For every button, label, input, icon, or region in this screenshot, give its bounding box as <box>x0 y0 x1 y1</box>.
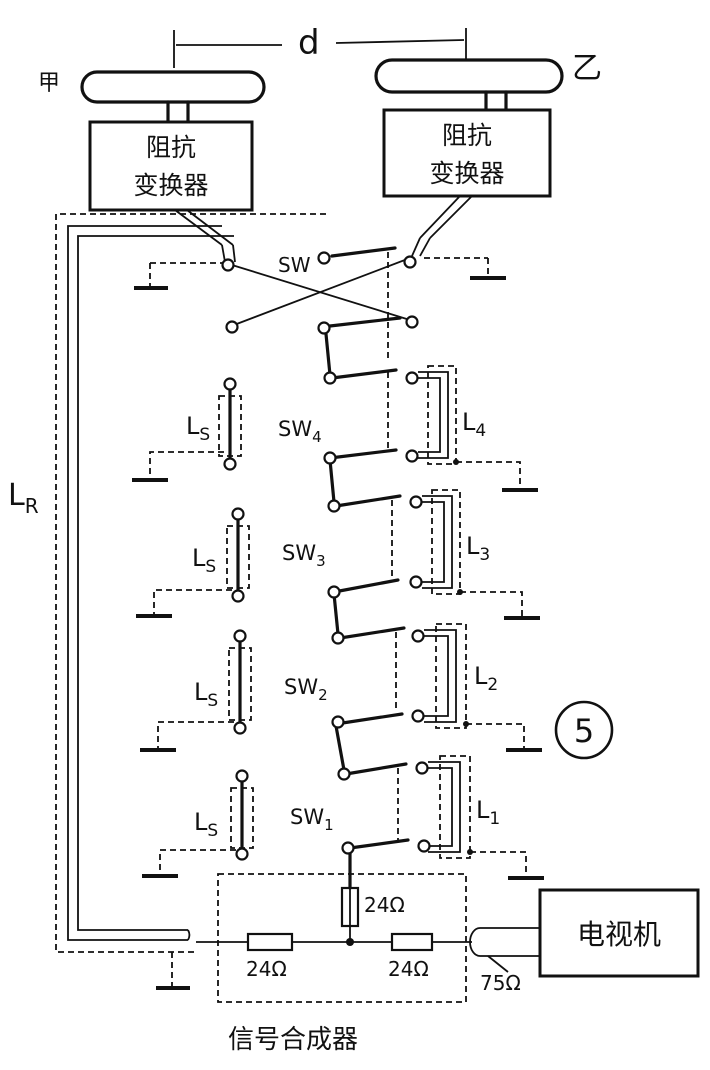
figure-number: 5 <box>574 712 594 750</box>
impedance-converter-a <box>88 120 254 212</box>
ls-stub-3 <box>153 507 250 614</box>
main-switch-label: SW <box>278 253 311 277</box>
l1-label: L1 <box>476 796 500 829</box>
antenna-b <box>374 58 564 114</box>
signal-combiner-box <box>217 873 467 1003</box>
sw3-label: SW3 <box>282 541 326 570</box>
switch-chain <box>323 332 410 890</box>
spacing-label: d <box>298 23 320 63</box>
l4-label: L4 <box>462 408 486 441</box>
tv-label: 电视机 <box>577 918 661 951</box>
main-switch <box>149 246 489 360</box>
ls-stub-1 <box>159 769 254 874</box>
l3-label: L3 <box>466 532 490 565</box>
sw4-label: SW4 <box>278 417 322 446</box>
tv-box <box>538 888 700 978</box>
delay-line-l4 <box>405 365 521 488</box>
ls4-label: LS <box>186 412 210 445</box>
antenna-a-label: 甲 <box>38 71 60 96</box>
converter-a-line2: 变换器 <box>133 171 208 200</box>
delay-line-l2 <box>411 623 525 748</box>
sw2-label: SW2 <box>284 675 328 704</box>
impedance-label: 75Ω <box>480 971 521 995</box>
lr-label: LR <box>8 478 39 518</box>
converter-b-line2: 变换器 <box>429 159 504 188</box>
ls3-label: LS <box>192 544 216 577</box>
antenna-a <box>80 70 266 124</box>
converter-b-leads <box>411 195 473 257</box>
ls-stub-4 <box>149 377 242 478</box>
impedance-converter-b <box>382 108 552 198</box>
converter-b-line1: 阻抗 <box>442 121 492 150</box>
resistor-left-label: 24Ω <box>246 957 287 981</box>
delay-line-l1 <box>415 755 527 876</box>
antenna-b-label: 乙 <box>572 51 602 86</box>
l2-label: L2 <box>474 662 498 695</box>
sw1-label: SW1 <box>290 805 334 834</box>
converter-a-line1: 阻抗 <box>146 133 196 162</box>
resistor-top-label: 24Ω <box>364 893 405 917</box>
combiner-network <box>196 886 540 973</box>
delay-line-l3 <box>409 489 523 616</box>
coax-lr <box>55 213 326 953</box>
converter-a-leads <box>174 209 236 263</box>
resistor-right-label: 24Ω <box>388 957 429 981</box>
ls-stub-2 <box>157 629 252 748</box>
ls2-label: LS <box>194 678 218 711</box>
ls1-label: LS <box>194 808 218 841</box>
figure-number-circle <box>554 700 614 760</box>
spacing-dimension <box>173 28 467 68</box>
combiner-caption: 信号合成器 <box>228 1025 358 1055</box>
